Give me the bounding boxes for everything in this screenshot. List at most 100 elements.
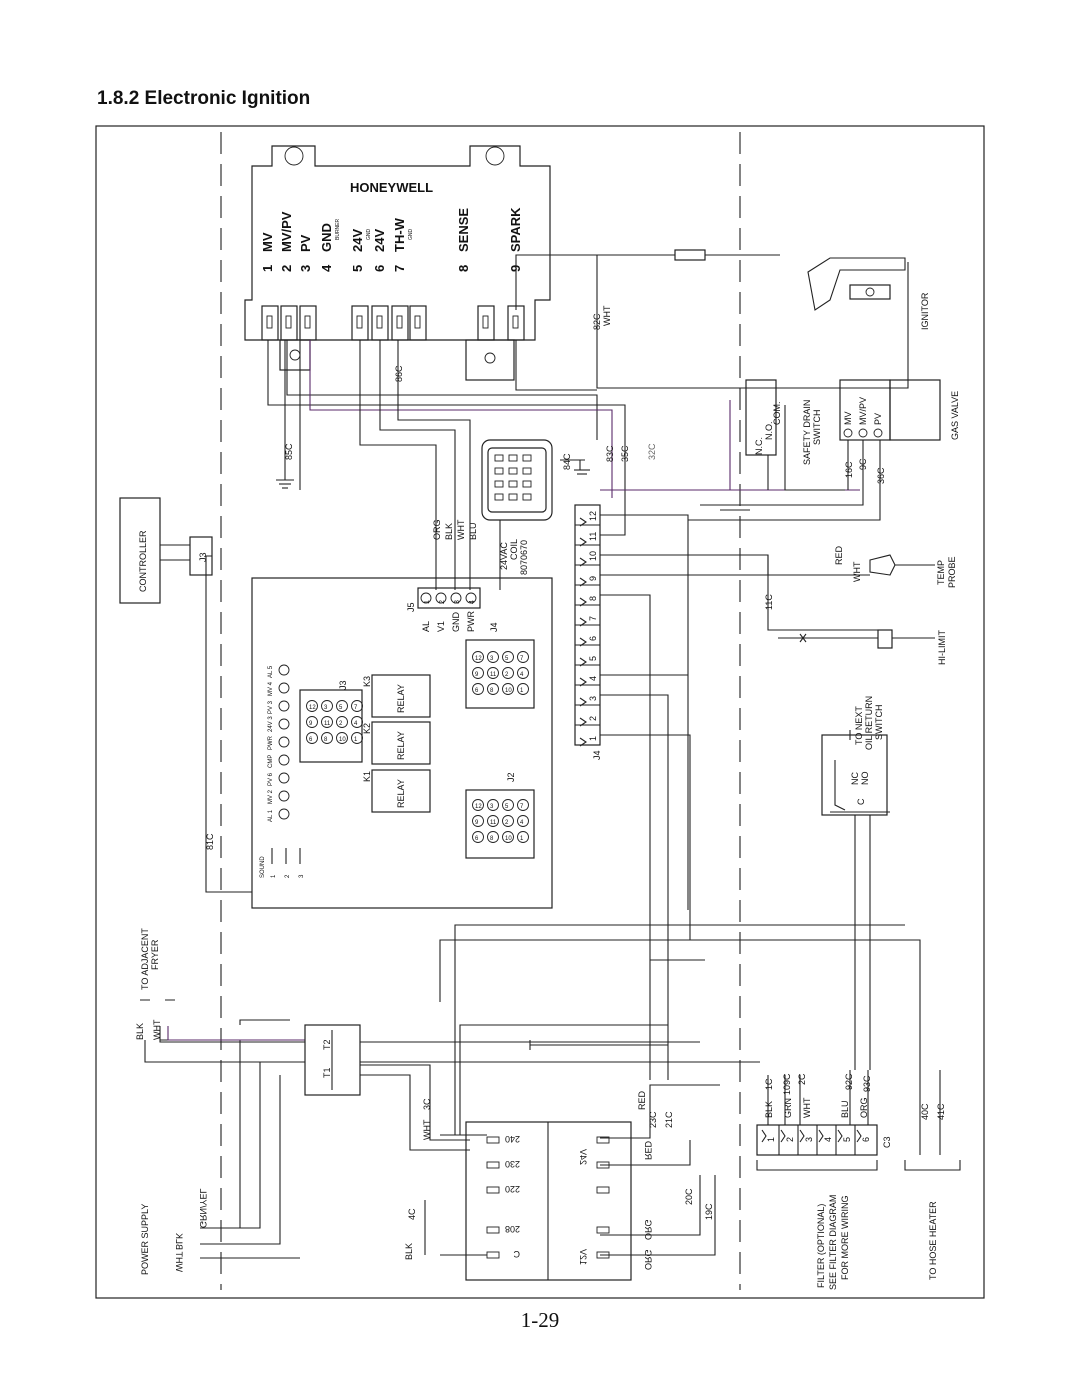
- j5-pin: [465, 592, 477, 604]
- strip-arrow: [579, 537, 587, 547]
- controller-label: CONTROLLER: [138, 530, 148, 592]
- grid-pin: [321, 732, 333, 744]
- grid-pin-number: 5: [505, 656, 509, 662]
- page-heading: 1.8.2 Electronic Ignition: [97, 88, 311, 109]
- terminal-slot: [507, 305, 525, 341]
- wire-32c: 32C: [647, 443, 657, 460]
- oil-return-switch: TO NEXT OIL RETURN SWITCH NC NO C: [821, 696, 888, 816]
- hose-heater-label: TO HOSE HEATER: [928, 1201, 938, 1280]
- terminal-number: 3: [298, 265, 313, 272]
- controller: CONTROLLER J3: [119, 497, 213, 604]
- relay-k-label: K3: [362, 676, 372, 687]
- wire-4c: 4C: [407, 1208, 417, 1220]
- grid-pin: [517, 831, 529, 843]
- wire-82c-color: WHT: [602, 305, 612, 326]
- wire-82c: 82C: [592, 313, 602, 330]
- j5-pin-label: GND: [451, 612, 461, 633]
- led-label: PV 6: [268, 772, 274, 786]
- grid-pin: [487, 683, 499, 695]
- strip-number: 11: [588, 532, 598, 541]
- relay-k-label: K1: [362, 771, 372, 782]
- wire-20c: 20C: [684, 1188, 694, 1205]
- strip-arrow: [579, 557, 587, 567]
- led: [278, 808, 290, 820]
- grid-pin: [502, 799, 514, 811]
- grid-pin: [472, 683, 484, 695]
- drain-label-2: SWITCH: [812, 410, 822, 446]
- terminal-slot: [391, 305, 409, 341]
- wire-84c: 84C: [562, 453, 572, 470]
- coil-pin: [522, 480, 532, 488]
- grid-pin-number: 6: [475, 836, 479, 842]
- strip-arrow: [579, 637, 587, 647]
- grid-pin-number: 5: [339, 705, 343, 711]
- coil-pin: [494, 467, 504, 475]
- terminal-number: 4: [319, 264, 334, 272]
- grid-pin: [487, 831, 499, 843]
- grid-pin: [321, 716, 333, 728]
- grid-pin: [472, 667, 484, 679]
- filter-pin-number: 3: [804, 1137, 814, 1142]
- strip-arrow: [579, 737, 587, 747]
- led: [278, 664, 290, 676]
- secondary-tap: [596, 1226, 610, 1234]
- grid-pin-number: 6: [309, 737, 313, 743]
- led: [278, 790, 290, 802]
- wire-3c: 3C: [422, 1098, 432, 1110]
- terminal-contact: [482, 315, 489, 329]
- led: [278, 682, 290, 694]
- grid-pin: [517, 799, 529, 811]
- terminal-label: 24V: [350, 229, 365, 252]
- filter-arrow: [761, 1129, 767, 1143]
- grid-pin: [351, 716, 363, 728]
- xfmr-org-2: ORG: [643, 1249, 653, 1270]
- grid-pin: [502, 815, 514, 827]
- grid-pin: [472, 815, 484, 827]
- coil-pin: [522, 454, 532, 462]
- wire-92c: 92C: [844, 1073, 854, 1090]
- oil-nc: NC: [850, 772, 860, 785]
- grid-pin-number: 7: [520, 656, 524, 662]
- primary-tap: [486, 1136, 500, 1144]
- j4-label: J4: [489, 622, 499, 632]
- j5-pin-number: 2: [439, 600, 446, 604]
- wire-9c: 9C: [858, 458, 868, 470]
- coil-wire-blu: BLU: [468, 522, 478, 540]
- j5-pin-label: AL: [421, 621, 431, 632]
- wire-83c: 83C: [605, 445, 615, 462]
- grid-pin: [336, 700, 348, 712]
- grid-pin-number: 9: [475, 820, 479, 826]
- wire-36c: 36C: [876, 467, 886, 484]
- grid-pin-number: 11: [324, 721, 331, 727]
- filter-pin-number: 1: [766, 1137, 776, 1142]
- grid-pin-number: 5: [505, 804, 509, 810]
- grid-pin: [336, 732, 348, 744]
- j5-pin-number: 1: [424, 600, 431, 604]
- led: [278, 700, 290, 712]
- j5-pin: [435, 592, 447, 604]
- grid-pin: [487, 815, 499, 827]
- oil-c: C: [856, 798, 866, 805]
- terminal-contact: [266, 315, 273, 329]
- terminal-sublabel: GND: [366, 229, 372, 241]
- page-number: 1-29: [520, 1308, 560, 1332]
- power-grnyel: GRN/YEL: [198, 1188, 208, 1228]
- primary-tap-label: 220: [505, 1184, 520, 1194]
- led: [278, 772, 290, 784]
- terminal-label: SENSE: [456, 208, 471, 252]
- wire-1c: 1C: [764, 1078, 774, 1090]
- grid-pin: [351, 700, 363, 712]
- strip-number: 5: [588, 656, 598, 661]
- filter-wire-color: BLU: [840, 1100, 850, 1118]
- grid-pin-number: 9: [475, 672, 479, 678]
- power-supply-label: POWER SUPPLY: [140, 1204, 150, 1275]
- grid-pin: [472, 651, 484, 663]
- drain-nc: N.C.: [754, 437, 764, 455]
- grid-pin-number: 3: [324, 705, 328, 711]
- led-label: MV 2: [268, 789, 274, 804]
- filter-wire-color: ORG: [859, 1097, 869, 1118]
- relay-label: RELAY: [396, 731, 406, 760]
- led-label: CMP: [268, 755, 274, 768]
